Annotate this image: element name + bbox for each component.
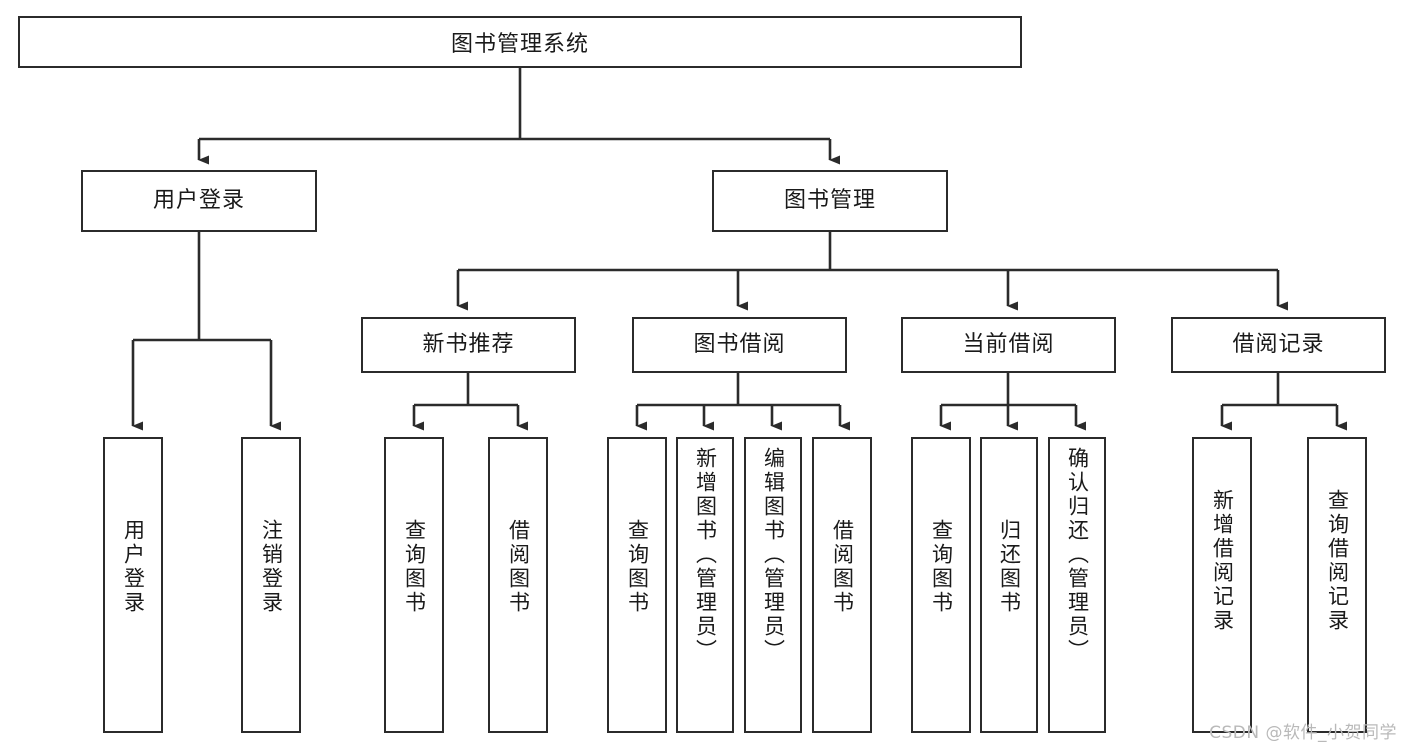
node-label: 图书管理系统 — [450, 32, 589, 57]
leaf-query-book-1[interactable]: 查询图书 — [384, 437, 444, 733]
leaf-borrow-book-1[interactable]: 借阅图书 — [488, 437, 548, 733]
leaf-label: 借阅图书 — [830, 519, 855, 615]
leaf-label: 新增借阅记录 — [1210, 489, 1235, 633]
leaf-label: 查询图书 — [625, 519, 650, 615]
leaf-label: 编辑图书（管理员） — [761, 447, 786, 663]
leaf-user-login[interactable]: 用户登录 — [103, 437, 163, 733]
leaf-query-book-2[interactable]: 查询图书 — [607, 437, 667, 733]
node-label: 图书借阅 — [693, 332, 786, 358]
node-book-manage[interactable]: 图书管理 — [712, 170, 948, 232]
node-label: 借阅记录 — [1232, 332, 1325, 358]
node-label: 当前借阅 — [962, 332, 1055, 358]
node-user-login[interactable]: 用户登录 — [81, 170, 317, 232]
leaf-label: 用户登录 — [121, 519, 146, 615]
leaf-label: 确认归还（管理员） — [1065, 447, 1090, 663]
node-label: 用户登录 — [152, 188, 245, 214]
node-book-borrow[interactable]: 图书借阅 — [632, 317, 847, 373]
node-label: 图书管理 — [783, 188, 876, 214]
leaf-query-book-3[interactable]: 查询图书 — [911, 437, 971, 733]
leaf-return-book[interactable]: 归还图书 — [980, 437, 1038, 733]
node-current-borrow[interactable]: 当前借阅 — [901, 317, 1116, 373]
leaf-logout-login[interactable]: 注销登录 — [241, 437, 301, 733]
leaf-label: 新增图书（管理员） — [693, 447, 718, 663]
node-label: 新书推荐 — [422, 332, 515, 358]
node-new-book-recommend[interactable]: 新书推荐 — [361, 317, 576, 373]
leaf-label: 查询借阅记录 — [1325, 489, 1350, 633]
leaf-edit-book[interactable]: 编辑图书（管理员） — [744, 437, 802, 733]
leaf-label: 注销登录 — [259, 519, 284, 615]
leaf-confirm-return[interactable]: 确认归还（管理员） — [1048, 437, 1106, 733]
leaf-add-book[interactable]: 新增图书（管理员） — [676, 437, 734, 733]
node-borrow-record[interactable]: 借阅记录 — [1171, 317, 1386, 373]
node-root-system[interactable]: 图书管理系统 — [18, 16, 1022, 68]
leaf-borrow-book-2[interactable]: 借阅图书 — [812, 437, 872, 733]
leaf-label: 查询图书 — [402, 519, 427, 615]
leaf-label: 借阅图书 — [506, 519, 531, 615]
leaf-label: 归还图书 — [997, 519, 1022, 615]
leaf-label: 查询图书 — [929, 519, 954, 615]
csdn-watermark: CSDN @软件_小贺同学 — [1209, 718, 1397, 743]
leaf-query-record[interactable]: 查询借阅记录 — [1307, 437, 1367, 733]
leaf-add-record[interactable]: 新增借阅记录 — [1192, 437, 1252, 733]
watermark-text: CSDN @软件_小贺同学 — [1209, 723, 1397, 743]
